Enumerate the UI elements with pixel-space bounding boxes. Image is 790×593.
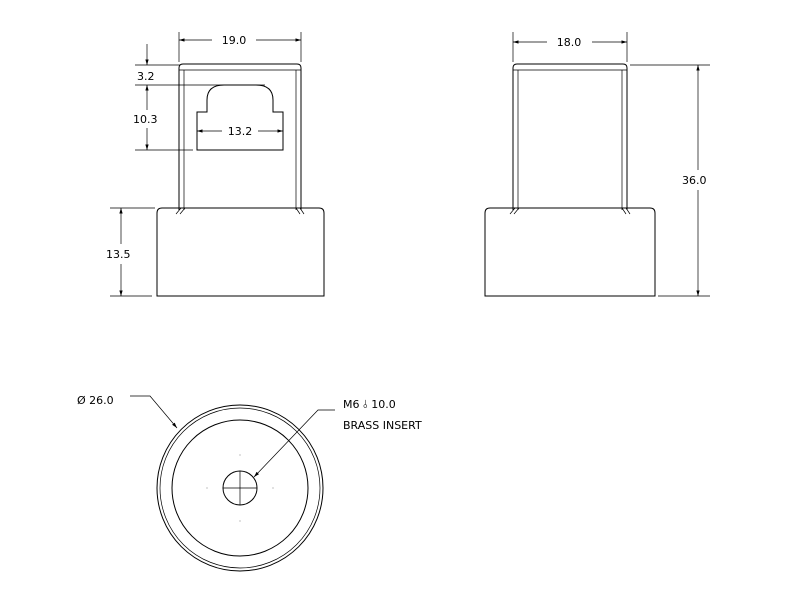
top-dim-diameter: Ø 26.0 (77, 394, 114, 407)
front-base (156, 207, 325, 297)
front-fillet-marks (175, 207, 305, 215)
center-cross (223, 471, 257, 505)
side-stem-inner (513, 69, 627, 210)
front-dim-top-offset: 3.2 (137, 70, 155, 83)
front-view: 19.0 3.2 10.3 13.2 13.5 (106, 32, 325, 297)
side-stem-outline (512, 63, 628, 210)
side-view: 18.0 36.0 (484, 32, 710, 297)
front-dim-slot-width: 13.2 (228, 125, 253, 138)
front-stem-outline (178, 63, 302, 210)
side-dim-width: 18.0 (557, 36, 582, 49)
front-dim-base-height: 13.5 (106, 248, 131, 261)
side-base (484, 207, 656, 297)
front-dim-width: 19.0 (222, 34, 247, 47)
side-dim-total-height: 36.0 (682, 174, 707, 187)
insert-callout-line1: M6 ⫰ 10.0 (343, 398, 396, 411)
center-marks (206, 454, 274, 522)
inner-circle (171, 419, 309, 557)
insert-callout-line2: BRASS INSERT (343, 419, 422, 432)
front-stem-inner (179, 69, 301, 210)
front-dim-slot-height: 10.3 (133, 113, 158, 126)
outer-circle (156, 404, 324, 572)
chamfer-circle (159, 407, 321, 569)
front-slot (196, 84, 284, 151)
top-view: Ø 26.0 M6 ⫰ 10.0 BRASS INSERT (77, 394, 422, 572)
